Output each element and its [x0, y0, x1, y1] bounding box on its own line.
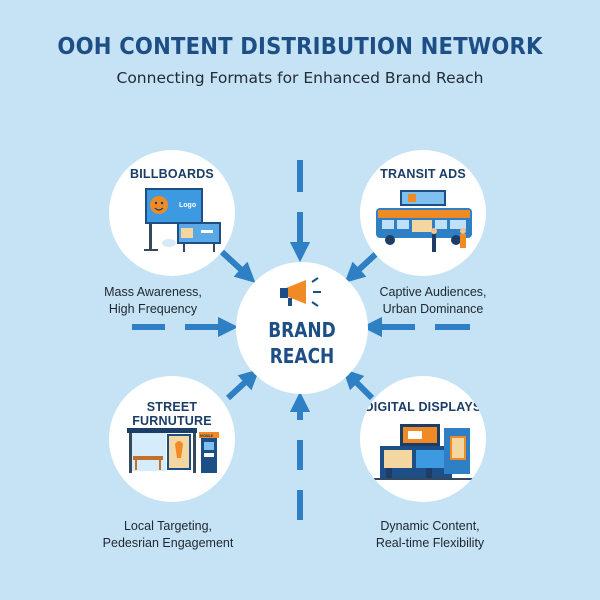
transit-node: TRANSIT ADS [360, 150, 486, 276]
digital-displays-caption: Dynamic Content, Real-time Flexibility [330, 518, 530, 552]
billboard-sign-text: Logo [179, 202, 196, 209]
arrow-diag-bottom-right [342, 368, 375, 401]
billboard-icon: Logo [144, 188, 221, 252]
bus-icon [376, 190, 472, 252]
billboards-node: BILLBOARDS Logo [109, 150, 235, 276]
arrow-diag-top-right [344, 249, 381, 283]
arrow-diag-top-left [219, 249, 256, 283]
bus-shelter-icon: MOBILE [127, 428, 219, 473]
brand-reach-hub: BRAND REACH [236, 262, 368, 394]
billboards-caption-line-2: High Frequency [108, 302, 198, 316]
page-subtitle: Connecting Formats for Enhanced Brand Re… [116, 69, 484, 87]
street-furniture-caption-line-1: Local Targeting, [123, 519, 213, 533]
digital-screen-icon [374, 424, 474, 480]
hub-line-2: REACH [269, 344, 335, 368]
billboards-caption: Mass Awareness, High Frequency [53, 284, 253, 318]
transit-caption-line-2: Urban Dominance [382, 302, 484, 316]
transit-label: TRANSIT ADS [380, 167, 466, 181]
billboards-label: BILLBOARDS [130, 167, 214, 181]
digital-displays-node: DIGITAL DISPLAYS [360, 376, 486, 502]
digital-displays-caption-line-2: Real-time Flexibility [375, 536, 485, 550]
digital-displays-label: DIGITAL DISPLAYS [364, 400, 482, 414]
street-furniture-caption: Local Targeting, Pedesrian Engagement [68, 518, 268, 552]
transit-caption-line-1: Captive Audiences, [379, 285, 487, 299]
digital-displays-caption-line-1: Dynamic Content, [380, 519, 480, 533]
kiosk-sign-text: MOBILE [200, 434, 214, 438]
arrow-diag-bottom-left [225, 369, 260, 401]
megaphone-icon [280, 277, 321, 307]
street-furniture-label: STREET FURNUTURE [132, 400, 212, 428]
street-furniture-node: STREET FURNUTURE MOBILE [109, 376, 235, 502]
hub-line-1: BRAND [268, 318, 336, 342]
billboards-caption-line-1: Mass Awareness, [104, 285, 202, 299]
page-title: OOH CONTENT DISTRIBUTION NETWORK [57, 34, 543, 60]
street-furniture-caption-line-2: Pedesrian Engagement [102, 536, 234, 550]
transit-caption: Captive Audiences, Urban Dominance [333, 284, 533, 318]
